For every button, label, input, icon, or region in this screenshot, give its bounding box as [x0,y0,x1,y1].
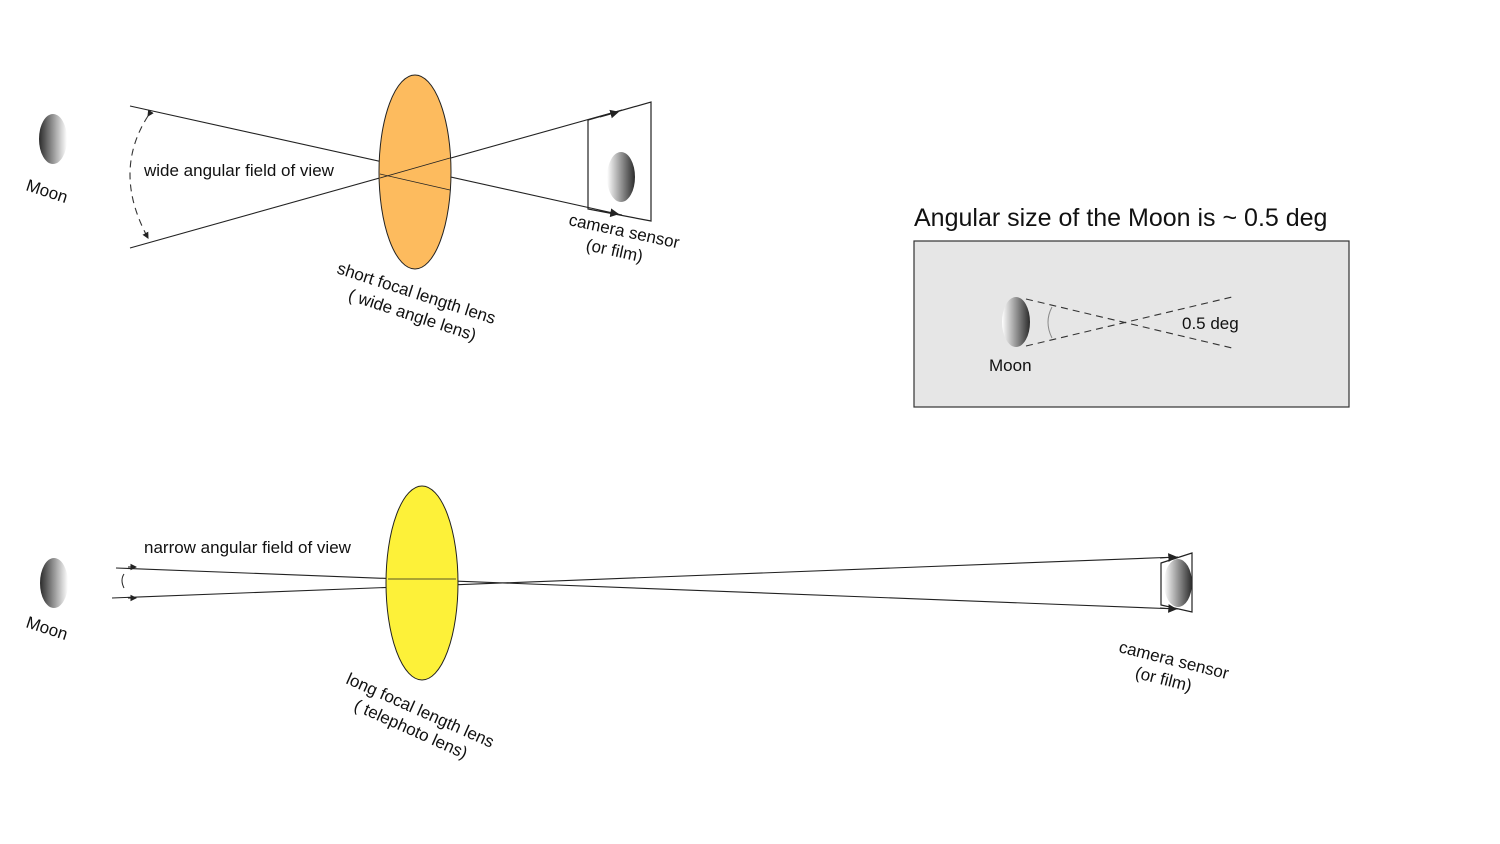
inset-angle-label: 0.5 deg [1182,314,1239,333]
fov-arc [129,109,154,239]
telephoto-lens [385,485,459,681]
sensor-arrow-top [599,109,620,119]
inset-angle-arc [1047,306,1053,339]
fov-label: wide angular field of view [143,161,335,180]
sensor-arrow-bottom [599,208,620,218]
angular-size-inset: Angular size of the Moon is ~ 0.5 deg 0.… [913,204,1350,408]
sensor-arrow-bottom [1159,604,1178,613]
inset-moon-label: Moon [989,356,1032,375]
inset-title: Angular size of the Moon is ~ 0.5 deg [914,204,1327,232]
sensor-label: camera sensor (or film) [567,210,681,266]
sensor-label: camera sensor (or film) [1117,637,1231,695]
fov-label: narrow angular field of view [144,538,352,557]
ray-upper [129,105,623,216]
moon-icon [40,558,68,608]
moon-image-icon [1164,559,1192,607]
moon-image-icon [607,152,635,202]
ray-upper-through-lens [379,173,451,191]
sensor-arrow-top [1159,553,1178,562]
ray-lower [129,109,623,249]
sensor-frame [1160,552,1193,613]
lens-label: long focal length lens ( telephoto lens) [343,669,497,762]
moon-label: Moon [24,613,70,644]
ray-lower [111,556,1179,599]
moon-icon [39,114,67,164]
sensor-frame [587,101,652,222]
moon-label: Moon [24,176,70,207]
wide-angle-section: Moon wide angular field of view camera s… [24,74,681,345]
telephoto-section: Moon narrow angular field of view camera… [24,485,1231,763]
lens-label: short focal length lens ( wide angle len… [335,259,498,345]
ray-lower-through-lens [379,157,451,179]
ray-upper [115,567,1179,610]
wide-angle-lens [378,74,452,270]
fov-arc [121,573,125,589]
inset-moon-icon [1002,297,1030,347]
